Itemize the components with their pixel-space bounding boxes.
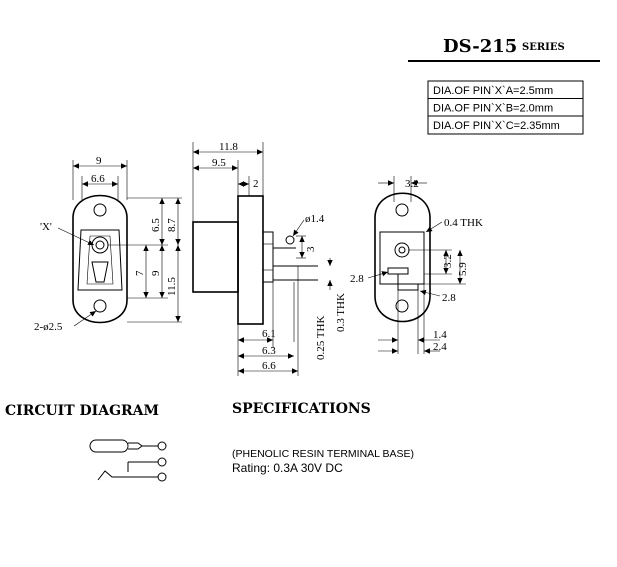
circuit-switch-contact xyxy=(97,470,158,481)
circuit-plug-tip xyxy=(128,442,143,450)
rear-view: 3.2 0.4 THK 3.2 5.9 2.8 2.8 1.4 2.4 xyxy=(350,176,483,354)
rear-body-outline xyxy=(374,192,431,323)
spec-rating: Rating: 0.3A 30V DC xyxy=(232,461,343,475)
dim-front-h9: 9 xyxy=(150,270,162,276)
callout-x-label: 'X' xyxy=(40,221,52,233)
side-flange xyxy=(237,195,264,325)
dim-side-thk-03: 0.3 THK xyxy=(335,293,347,332)
socket-outer xyxy=(91,236,109,254)
spec-base-material: (PHENOLIC RESIN TERMINAL BASE) xyxy=(232,448,414,460)
dim-front-h115: 11.5 xyxy=(166,277,178,296)
rear-mount-hole-bottom xyxy=(395,299,409,313)
dim-rear-w14: 1.4 xyxy=(433,329,447,341)
rear-socket-inner xyxy=(398,246,406,254)
dim-side-118: 11.8 xyxy=(219,141,238,153)
rear-terminal-lead xyxy=(397,274,419,291)
dim-rear-h59: 5.9 xyxy=(457,262,469,276)
mount-hole-top xyxy=(93,203,107,217)
rear-terminal-tab xyxy=(387,267,409,275)
callout-mount-holes: 2-ø2.5 xyxy=(34,321,63,333)
pin-diameter-table: DIA.OF PIN`X`A=2.5mm DIA.OF PIN`X`B=2.0m… xyxy=(427,80,584,135)
dim-front-inner-width: 6.6 xyxy=(91,173,105,185)
mount-hole-bottom xyxy=(93,299,107,313)
rear-socket-outer xyxy=(394,242,410,258)
pin-table-border xyxy=(427,80,584,135)
circuit-terminal-3 xyxy=(157,472,167,482)
dim-side-2: 2 xyxy=(253,178,259,190)
circuit-diagram-title: CIRCUIT DIAGRAM xyxy=(5,403,159,419)
dim-side-pin-dia: ø1.4 xyxy=(305,213,325,225)
dim-front-h65: 6.5 xyxy=(150,218,162,232)
rear-mount-hole-top xyxy=(395,203,409,217)
model-title: DS-215 xyxy=(443,36,517,57)
dim-side-63: 6.3 xyxy=(262,345,276,357)
specifications-title: SPECIFICATIONS xyxy=(232,401,371,417)
dim-rear-h32: 3.2 xyxy=(442,254,454,268)
front-body-outline xyxy=(72,194,128,324)
circuit-symbol xyxy=(89,439,167,482)
dim-rear-w24: 2.4 xyxy=(433,341,447,353)
dim-front-h7: 7 xyxy=(134,270,146,276)
circuit-terminal-1 xyxy=(157,441,167,451)
dim-rear-thk-04: 0.4 THK xyxy=(444,217,483,229)
circuit-plug-body xyxy=(89,439,129,453)
front-pocket-inner xyxy=(86,235,114,285)
dim-rear-w32: 3.2 xyxy=(405,178,419,190)
dim-front-width: 9 xyxy=(96,155,102,167)
front-view: 9 6.6 6.5 8.7 7 9 11.5 'X' 2-ø2.5 xyxy=(34,155,182,333)
dim-front-h87: 8.7 xyxy=(166,218,178,232)
socket-inner xyxy=(95,240,105,250)
dim-side-95: 9.5 xyxy=(212,157,226,169)
side-barrel xyxy=(192,221,239,293)
front-pocket xyxy=(77,229,123,291)
pin-table-row: DIA.OF PIN`X`B=2.0mm xyxy=(433,103,553,115)
dim-side-66: 6.6 xyxy=(262,360,276,372)
side-terminal-block xyxy=(262,231,274,283)
pin-table-row: DIA.OF PIN`X`C=2.35mm xyxy=(433,120,560,132)
rear-pocket xyxy=(379,231,425,285)
dim-side-61: 6.1 xyxy=(262,328,276,340)
spring-contact xyxy=(91,261,109,283)
dim-side-h3: 3 xyxy=(305,246,317,252)
circuit-terminal-2 xyxy=(157,457,167,467)
dim-side-thk-025: 0.25 THK xyxy=(315,316,327,360)
series-label: SERIES xyxy=(522,42,565,53)
dim-rear-r28: 2.8 xyxy=(442,292,456,304)
side-pin-tip xyxy=(285,235,295,245)
title-block: DS-215 SERIES xyxy=(408,36,600,62)
pin-table-row: DIA.OF PIN`X`A=2.5mm xyxy=(433,85,553,97)
side-view: 11.8 9.5 2 ø1.4 3 0.3 THK 0.25 THK 6.1 6… xyxy=(192,141,347,376)
dim-rear-l28: 2.8 xyxy=(350,273,364,285)
